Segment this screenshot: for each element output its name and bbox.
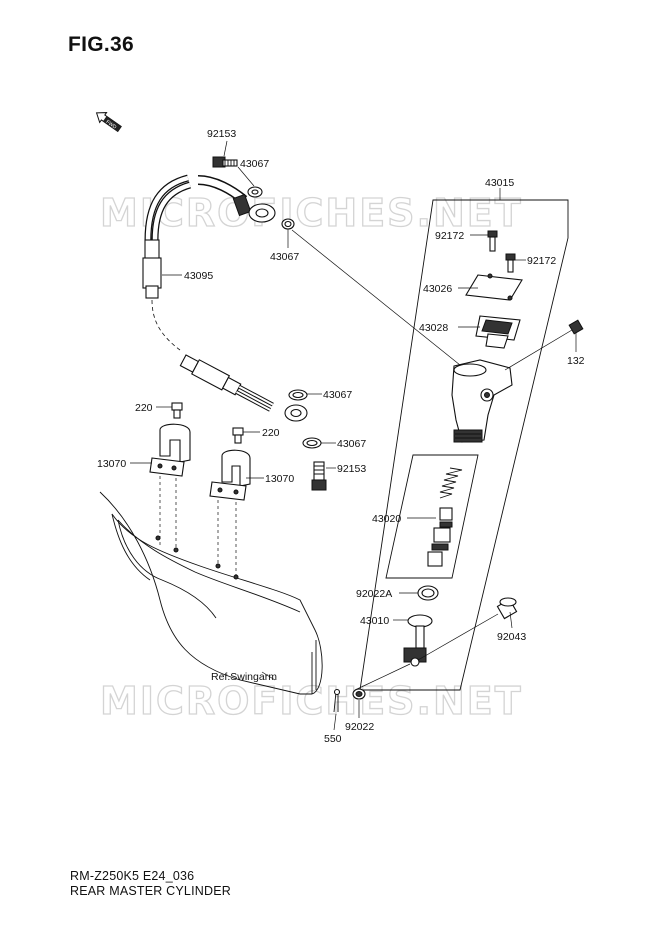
callout-220-right: 220: [262, 427, 280, 439]
cap-screw-92172-left: [487, 230, 498, 252]
callout-43020: 43020: [372, 513, 401, 525]
reference-swingarm-label: Ref.Swingarm: [211, 671, 277, 683]
banjo-bolt-92153-mid: [311, 461, 327, 491]
callout-43067-a: 43067: [240, 158, 269, 170]
callout-43015: 43015: [485, 177, 514, 189]
callout-43067-b: 43067: [270, 251, 299, 263]
clevis-pin-92043: [354, 597, 518, 691]
master-cylinder-body: [451, 359, 513, 443]
swingarm-reference: [99, 491, 323, 695]
figure-title: FIG.36: [68, 33, 134, 56]
cotter-pin-550: [333, 688, 341, 713]
callout-92153-mid: 92153: [337, 463, 366, 475]
reservoir-cap-43026: [465, 273, 523, 301]
hose-guide-13070-right: [209, 427, 251, 575]
hose-guide-13070-left: [149, 402, 191, 548]
callout-92153-top: 92153: [207, 128, 236, 140]
brake-hose-43095: [142, 174, 308, 422]
cap-screw-92172-right: [505, 253, 516, 273]
callout-13070-left: 13070: [97, 458, 126, 470]
callout-43095: 43095: [184, 270, 213, 282]
push-rod-43010: [403, 614, 433, 667]
callout-92172-left: 92172: [435, 230, 464, 242]
callout-92043: 92043: [497, 631, 526, 643]
banjo-fitting-top: [197, 175, 276, 223]
footer-section-name: REAR MASTER CYLINDER: [70, 884, 231, 898]
piston-kit-43020: [427, 467, 463, 567]
callout-132: 132: [567, 355, 585, 367]
forward-arrow-label: FWD: [105, 119, 118, 131]
callout-92172-right: 92172: [527, 255, 556, 267]
callout-92022A: 92022A: [356, 588, 392, 600]
washer-92022: [352, 688, 366, 700]
callout-220-left: 220: [135, 402, 153, 414]
mounting-bolt-132: [504, 319, 584, 371]
callout-43028: 43028: [419, 322, 448, 334]
callout-92022: 92022: [345, 721, 374, 733]
piston-kit-box-43020: [385, 454, 479, 579]
watermark-bottom: MICROFICHES.NET: [100, 679, 523, 723]
footer-model-code: RM-Z250K5 E24_036: [70, 869, 195, 883]
callout-43010: 43010: [360, 615, 389, 627]
assembly-frame-43015: [359, 199, 569, 691]
callout-43067-c: 43067: [323, 389, 352, 401]
callout-13070-right: 13070: [265, 473, 294, 485]
banjo-bolt-92153-top: [212, 156, 238, 168]
forward-arrow-icon: FWD: [95, 112, 122, 133]
callout-43067-d: 43067: [337, 438, 366, 450]
diaphragm-43028: [475, 315, 521, 349]
callout-43026: 43026: [423, 283, 452, 295]
callout-550: 550: [324, 733, 342, 745]
